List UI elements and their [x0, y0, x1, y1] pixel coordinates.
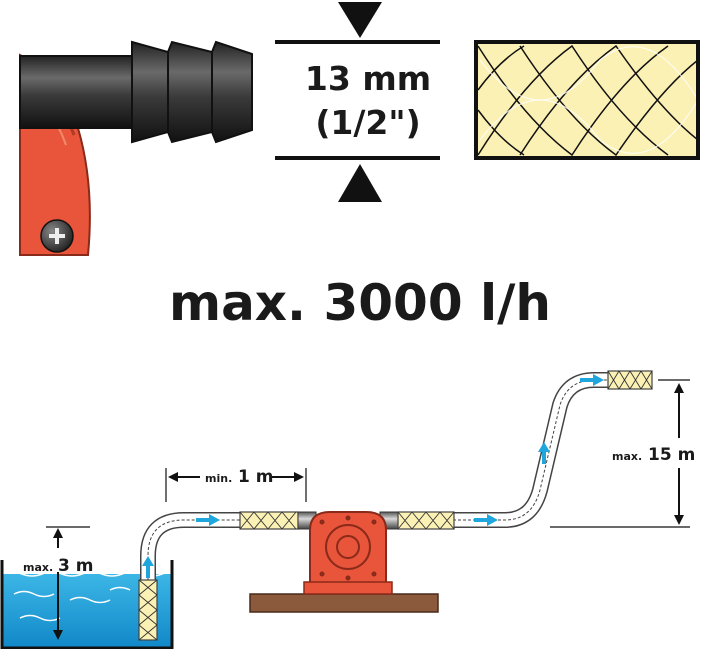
- delivery-height-value: 15 m: [648, 445, 695, 465]
- flow-arrow-right-icon: [196, 514, 220, 526]
- suction-height-dimension: max. 3 m: [23, 526, 93, 640]
- min-horizontal-dimension: min. 1 m: [165, 467, 307, 502]
- suction-height-value: 3 m: [58, 556, 93, 576]
- pump-base: [249, 593, 439, 613]
- flow-arrow-up-icon: [538, 442, 550, 464]
- installation-illustration: max. 3 m min. 1 m max. 15 m: [0, 370, 695, 649]
- pump-connector-illustration: [19, 40, 253, 256]
- flow-arrows: [142, 374, 604, 578]
- hose-section-illustration: [474, 40, 700, 160]
- delivery-height-dimension: max. 15 m: [550, 379, 695, 528]
- barbed-fitting: [131, 40, 253, 144]
- min-horizontal-prefix: min.: [205, 472, 232, 485]
- arrow-up-icon: [338, 164, 382, 202]
- suction-height-prefix: max.: [23, 561, 53, 574]
- pump-icon: [303, 511, 393, 595]
- flow-rate-title: max. 3000 l/h: [169, 274, 551, 332]
- hose-size-metric: 13 mm: [305, 59, 431, 98]
- min-horizontal-value: 1 m: [238, 467, 273, 487]
- flow-arrow-up-icon: [142, 556, 154, 578]
- connector-pipe: [19, 55, 139, 129]
- flow-arrow-right-icon: [474, 514, 498, 526]
- hose-size-indicator: 13 mm (1/2"): [275, 2, 440, 202]
- arrow-down-icon: [338, 2, 382, 38]
- delivery-height-prefix: max.: [612, 450, 642, 463]
- screw-icon: [40, 219, 74, 253]
- flow-arrow-right-icon: [580, 374, 604, 386]
- hose-size-imperial: (1/2"): [315, 103, 420, 142]
